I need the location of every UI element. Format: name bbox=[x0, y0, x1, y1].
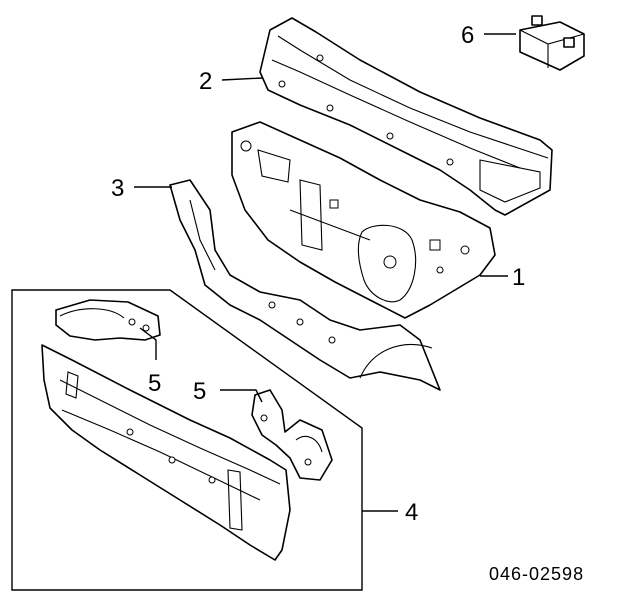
part-2-cowl-panel bbox=[259, 17, 553, 216]
callout-5a: 5 bbox=[148, 370, 161, 397]
part-6-insulator-block bbox=[519, 15, 585, 71]
part-5-bracket-right bbox=[251, 389, 333, 481]
leader-5b bbox=[220, 389, 263, 403]
part-1-dash-insulator bbox=[231, 121, 496, 319]
part-4-dash-panel bbox=[41, 344, 291, 561]
callout-4: 4 bbox=[405, 499, 418, 526]
diagram-code: 046-02598 bbox=[489, 564, 584, 584]
callout-5b: 5 bbox=[193, 378, 206, 405]
leader-5a bbox=[139, 327, 157, 360]
part-3-lower-insulator bbox=[169, 179, 441, 391]
callout-3: 3 bbox=[111, 175, 124, 202]
callout-6: 6 bbox=[461, 22, 474, 49]
part-5-bracket-left bbox=[55, 299, 161, 341]
callout-2: 2 bbox=[199, 68, 212, 95]
group-4-frame bbox=[11, 289, 363, 591]
leader-2 bbox=[221, 77, 263, 81]
callout-1: 1 bbox=[512, 264, 525, 291]
